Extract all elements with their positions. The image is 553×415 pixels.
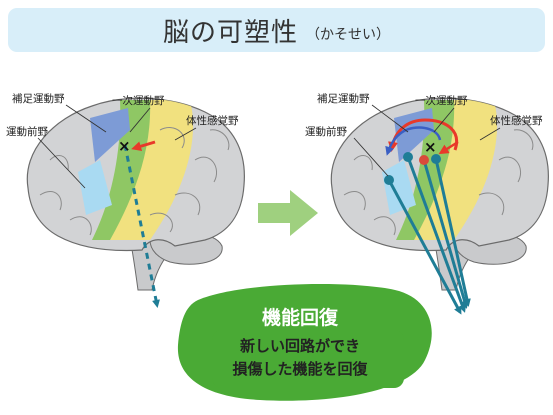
left-label-primary-motor: 一次運動野 (112, 94, 165, 107)
left-leader-lines (37, 104, 197, 189)
result-title: 機能回復 (262, 306, 339, 329)
left-red-arrow (131, 140, 156, 152)
right-label-primary-motor: 一次運動野 (415, 94, 468, 107)
page-title: 脳の可塑性 (162, 17, 298, 48)
result-box: 機能回復 新しい回路ができ 損傷した機能を回復 (177, 284, 432, 401)
pathway-node-somato (431, 154, 441, 164)
left-brain: × 補足運動野 一次運動野 運動前野 体性感覚野 (6, 92, 245, 308)
left-label-premotor: 運動前野 (6, 125, 48, 138)
pathway-primary-motor (422, 159, 469, 309)
pathway-supplementary (406, 156, 467, 313)
left-label-supplementary-motor: 補足運動野 (12, 92, 65, 105)
left-premotor-area (78, 160, 112, 215)
left-lesion-marker: × (118, 137, 131, 155)
right-label-premotor: 運動前野 (305, 125, 347, 138)
right-leader-lines (353, 104, 501, 177)
right-lesion-marker: × (424, 138, 437, 156)
left-somatosensory-area (110, 100, 194, 240)
right-premotor-area (382, 160, 416, 215)
pathway-somatosensory (434, 158, 471, 307)
right-new-pathways (387, 156, 471, 315)
page-title-reading: （かそせい） (306, 27, 390, 43)
title-bar: 脳の可塑性 （かそせい） (8, 8, 545, 52)
right-blue-arc-arrow (385, 126, 442, 156)
right-gyri (343, 129, 534, 236)
left-dashed-pathway (123, 144, 160, 308)
pathway-nodes (384, 152, 441, 185)
result-line-2: 損傷した機能を回復 (232, 360, 368, 378)
result-line-1: 新しい回路ができ (240, 337, 360, 355)
right-label-supplementary-motor: 補足運動野 (317, 92, 370, 105)
right-brain: × 補足運動野 一次運動野 運動前野 体性感覚野 (305, 92, 549, 315)
result-box-inner (212, 330, 404, 388)
left-gyri (39, 127, 230, 236)
right-red-short-arrow (438, 140, 459, 155)
left-label-somatosensory: 体性感覚野 (186, 114, 239, 127)
pathway-premotor (387, 179, 462, 315)
right-label-somatosensory: 体性感覚野 (490, 114, 543, 127)
pathway-node-supplementary (403, 152, 413, 162)
transition-arrow (258, 190, 318, 236)
right-somatosensory-area (414, 100, 498, 240)
pathway-node-premotor (384, 175, 394, 185)
left-supplementary-motor-area (90, 108, 130, 162)
pathway-node-primary (419, 155, 429, 165)
